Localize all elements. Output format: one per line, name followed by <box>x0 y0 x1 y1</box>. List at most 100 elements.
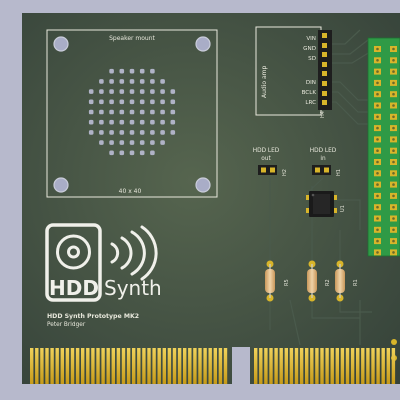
speaker-hole <box>119 119 125 125</box>
edge-finger <box>30 348 34 384</box>
speaker-hole <box>119 140 125 145</box>
pcb-board <box>22 13 400 384</box>
pico-pad-hole <box>376 70 379 73</box>
pico-pad-hole <box>376 149 379 152</box>
edge-finger <box>208 348 212 384</box>
edge-finger <box>121 348 126 384</box>
speaker-hole <box>129 68 135 74</box>
speaker-hole <box>99 140 104 145</box>
pin-label-vin: VIN <box>306 36 316 42</box>
edge-finger <box>96 348 100 384</box>
pico-pad-hole <box>392 138 395 141</box>
resistor-r2: R2 <box>307 260 331 302</box>
speaker-hole <box>150 109 155 115</box>
hdd-led-in-ref: H1 <box>336 169 342 176</box>
resistor-r5-label: R5 <box>284 279 290 286</box>
resistor-r2-label: R2 <box>325 279 331 286</box>
speaker-hole <box>119 99 125 105</box>
speaker-hole <box>150 68 155 74</box>
edge-finger <box>70 348 75 384</box>
pico-pad-hole <box>392 194 395 198</box>
speaker-hole <box>170 130 176 135</box>
optocoupler-ref: U1 <box>340 205 346 212</box>
pin-label-din: DIN <box>306 80 316 86</box>
speaker-mount-outline <box>46 29 218 198</box>
speaker-hole <box>99 79 104 84</box>
speaker-hole <box>88 109 94 115</box>
header-pin <box>324 167 329 173</box>
resistor-r5: R5 <box>265 260 290 302</box>
resistor-r1-label: R1 <box>353 279 359 286</box>
pico-pad-hole <box>376 205 379 209</box>
pico-pad-hole <box>392 217 395 220</box>
sound-waves-icon <box>110 225 158 281</box>
speaker-hole <box>160 130 165 135</box>
edge-finger <box>55 348 59 384</box>
edge-finger <box>254 348 258 384</box>
edge-finger <box>106 348 110 384</box>
pico-pad-hole <box>392 126 395 130</box>
edge-finger <box>223 348 228 384</box>
speaker-hole <box>139 99 145 105</box>
speaker-hole <box>160 89 165 94</box>
speaker-hole <box>109 140 114 145</box>
edge-finger <box>183 348 187 384</box>
edge-finger <box>325 348 329 384</box>
pico-pad-hole <box>376 172 379 175</box>
resistor-r1: R1 <box>335 260 359 302</box>
edge-finger <box>75 348 80 384</box>
edge-finger <box>345 348 350 384</box>
speaker-hole <box>139 89 145 94</box>
speaker-hole <box>109 99 114 105</box>
speaker-hole <box>109 150 114 156</box>
hdd-synth-logo: HDD Synth <box>45 223 162 302</box>
hdd-led-out-label-2: out <box>261 156 271 162</box>
pin-label-sd: SD <box>308 56 316 62</box>
header-pin <box>261 167 266 173</box>
pico-pad-hole <box>376 183 379 186</box>
hdd-led-out-ref: H2 <box>282 169 288 176</box>
edge-finger <box>111 348 115 384</box>
audio-amp-header <box>318 30 332 110</box>
edge-finger <box>157 348 161 384</box>
pico-pad-hole <box>392 81 395 85</box>
pico-pad-hole <box>392 104 395 107</box>
edge-finger <box>356 348 360 384</box>
resistor-body <box>307 269 317 293</box>
disk-spindle-icon <box>67 245 80 259</box>
speaker-hole <box>109 89 114 94</box>
edge-finger <box>167 348 172 384</box>
speaker-hole <box>109 79 114 84</box>
logo-hdd-text: HDD <box>49 276 99 300</box>
edge-finger <box>340 348 345 384</box>
edge-finger <box>203 348 207 384</box>
edge-finger <box>289 348 294 384</box>
board-title: HDD Synth Prototype MK2 <box>47 313 139 320</box>
drive-icon <box>45 223 102 302</box>
header-pin <box>270 167 275 173</box>
pico-pad-hole <box>392 160 395 164</box>
edge-finger <box>177 348 182 384</box>
resistor-body <box>335 269 345 293</box>
edge-finger <box>172 348 177 384</box>
pico-pad-hole <box>392 228 395 232</box>
pico-pad-hole <box>376 160 379 164</box>
edge-finger <box>162 348 166 384</box>
pico-pad-hole <box>376 217 379 220</box>
edge-finger <box>391 348 396 384</box>
pico-pad-hole <box>376 47 379 51</box>
edge-finger <box>264 348 268 384</box>
edge-finger <box>116 348 121 384</box>
edge-finger <box>376 348 380 384</box>
hdd-led-in: HDD LED in H1 <box>310 148 342 176</box>
edge-finger <box>91 348 95 384</box>
hdd-led-in-label-2: in <box>320 156 326 162</box>
logo-synth-text: Synth <box>104 276 162 300</box>
speaker-hole <box>99 109 104 115</box>
edge-finger <box>81 348 85 384</box>
speaker-hole <box>150 150 155 156</box>
pico-pad-hole <box>376 239 379 243</box>
optocoupler: U1 <box>306 191 346 217</box>
